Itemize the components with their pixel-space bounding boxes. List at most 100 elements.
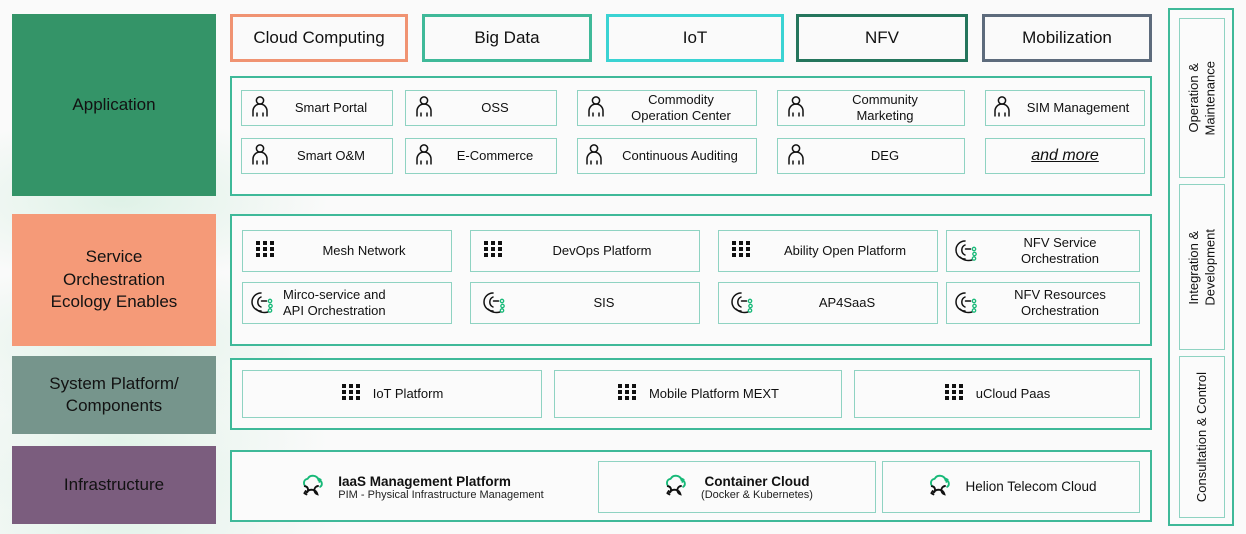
infrastructure-item-subtitle: (Docker & Kubernetes) xyxy=(701,488,813,501)
application-item-sim-management[interactable]: SIM Management xyxy=(985,90,1145,126)
infrastructure-item-subtitle: PIM - Physical Infrastructure Management xyxy=(338,488,544,501)
application-item-label: SIM Management xyxy=(1026,100,1130,116)
cloud-sync-icon xyxy=(298,473,328,502)
domain-chip-label: Cloud Computing xyxy=(253,28,385,47)
application-item-and-more[interactable]: and more xyxy=(985,138,1145,174)
orchestration-icon xyxy=(251,290,277,317)
service-item-label: Mesh Network xyxy=(322,243,406,259)
service-item-label: SIS xyxy=(593,295,615,311)
application-item-label: Smart Portal xyxy=(294,100,368,116)
layer-label-infrastructure: Infrastructure xyxy=(12,446,216,524)
cloud-sync-icon xyxy=(661,473,691,502)
application-item-community-marketing[interactable]: Community Marketing xyxy=(777,90,965,126)
orchestration-icon xyxy=(955,238,981,265)
dot-grid-icon xyxy=(483,240,505,263)
application-item-label: Commodity Operation Center xyxy=(631,92,731,123)
system-item-ucloud-paas[interactable]: uCloud Paas xyxy=(854,370,1140,418)
dot-grid-icon xyxy=(731,240,753,263)
person-icon xyxy=(786,143,806,170)
application-item-commodity-operation-center[interactable]: Commodity Operation Center xyxy=(577,90,757,126)
application-item-label: E-Commerce xyxy=(456,148,534,164)
person-icon xyxy=(584,143,604,170)
layer-label-application: Application xyxy=(12,14,216,196)
system-item-label: uCloud Paas xyxy=(975,386,1051,402)
domain-chip-iot[interactable]: IoT xyxy=(606,14,784,62)
infrastructure-item-title: Container Cloud xyxy=(704,473,810,489)
application-item-label: Community Marketing xyxy=(852,92,918,123)
layer-label-infrastructure-text: Infrastructure xyxy=(63,474,165,494)
application-item-label: and more xyxy=(1031,147,1099,165)
service-item-label: NFV Service Orchestration xyxy=(1020,235,1100,266)
system-item-label: IoT Platform xyxy=(372,386,444,402)
service-item-nfv-resources-orchestration[interactable]: NFV Resources Orchestration xyxy=(946,282,1140,324)
service-item-label: AP4SaaS xyxy=(818,295,876,311)
layer-label-system-text: System Platform/ Components xyxy=(49,373,179,415)
person-icon xyxy=(414,95,434,122)
application-item-smart-portal[interactable]: Smart Portal xyxy=(241,90,393,126)
person-icon xyxy=(250,95,270,122)
infrastructure-panel: IaaS Management Platform PIM - Physical … xyxy=(230,450,1152,522)
service-item-sis[interactable]: SIS xyxy=(470,282,700,324)
person-icon xyxy=(786,95,806,122)
application-item-e-commerce[interactable]: E-Commerce xyxy=(405,138,557,174)
orchestration-icon xyxy=(483,290,509,317)
service-item-label: DevOps Platform xyxy=(552,243,652,259)
infrastructure-item-iaas-management-platform[interactable]: IaaS Management Platform PIM - Physical … xyxy=(246,461,596,513)
system-item-mobile-platform-mext[interactable]: Mobile Platform MEXT xyxy=(554,370,842,418)
layer-label-service: Service Orchestration Ecology Enables xyxy=(12,214,216,346)
person-icon xyxy=(586,95,606,122)
rail-item-label: Operation & Maintenance xyxy=(1185,60,1217,136)
service-item-ability-open-platform[interactable]: Ability Open Platform xyxy=(718,230,938,272)
person-icon xyxy=(992,95,1012,122)
application-item-label: DEG xyxy=(870,148,900,164)
service-item-ap4saas[interactable]: AP4SaaS xyxy=(718,282,938,324)
orchestration-icon xyxy=(731,290,757,317)
service-item-mesh-network[interactable]: Mesh Network xyxy=(242,230,452,272)
domain-chip-big-data[interactable]: Big Data xyxy=(422,14,592,62)
infrastructure-item-helion-telecom-cloud[interactable]: Helion Telecom Cloud xyxy=(882,461,1140,513)
service-orchestration-panel: Mesh Network DevOps Platform Ability Ope… xyxy=(230,214,1152,346)
domain-chip-nfv[interactable]: NFV xyxy=(796,14,968,62)
dot-grid-icon xyxy=(617,383,639,406)
infrastructure-item-title: Helion Telecom Cloud xyxy=(965,478,1097,494)
application-panel: Smart Portal OSS Commodity Operation Cen… xyxy=(230,76,1152,196)
dot-grid-icon xyxy=(255,240,277,263)
person-icon xyxy=(250,143,270,170)
domain-chip-mobilization[interactable]: Mobilization xyxy=(982,14,1152,62)
service-item-label: Ability Open Platform xyxy=(783,243,907,259)
rail-item-label: Consultation & Control xyxy=(1193,371,1209,503)
domain-chip-label: NFV xyxy=(865,28,899,47)
system-item-iot-platform[interactable]: IoT Platform xyxy=(242,370,542,418)
domain-chip-cloud-computing[interactable]: Cloud Computing xyxy=(230,14,408,62)
service-item-devops-platform[interactable]: DevOps Platform xyxy=(470,230,700,272)
layer-label-system: System Platform/ Components xyxy=(12,356,216,434)
dot-grid-icon xyxy=(341,383,363,406)
application-item-oss[interactable]: OSS xyxy=(405,90,557,126)
service-item-label: NFV Resources Orchestration xyxy=(1014,287,1106,318)
domain-chip-label: IoT xyxy=(682,28,708,47)
rail-item-consultation-control[interactable]: Consultation & Control xyxy=(1179,356,1225,518)
layer-label-application-text: Application xyxy=(72,94,156,114)
service-item-label: Mirco-service and API Orchestration xyxy=(283,287,386,318)
rail-item-label: Integration & Development xyxy=(1185,228,1217,306)
service-item-micro-service-api-orchestration[interactable]: Mirco-service and API Orchestration xyxy=(242,282,452,324)
rail-item-operation-maintenance[interactable]: Operation & Maintenance xyxy=(1179,18,1225,178)
person-icon xyxy=(414,143,434,170)
application-item-smart-om[interactable]: Smart O&M xyxy=(241,138,393,174)
right-rail: Operation & Maintenance Integration & De… xyxy=(1168,8,1234,526)
infrastructure-item-title: IaaS Management Platform xyxy=(338,473,511,489)
application-item-label: OSS xyxy=(481,100,509,116)
rail-item-integration-development[interactable]: Integration & Development xyxy=(1179,184,1225,350)
application-item-label: Continuous Auditing xyxy=(622,148,738,164)
application-item-label: Smart O&M xyxy=(297,148,365,164)
application-item-deg[interactable]: DEG xyxy=(777,138,965,174)
domain-chip-label: Big Data xyxy=(474,28,540,47)
system-platform-panel: IoT Platform Mobile Platform MEXT uCloud… xyxy=(230,358,1152,430)
layer-label-service-text: Service Orchestration Ecology Enables xyxy=(50,247,178,312)
service-item-nfv-service-orchestration[interactable]: NFV Service Orchestration xyxy=(946,230,1140,272)
orchestration-icon xyxy=(955,290,981,317)
system-item-label: Mobile Platform MEXT xyxy=(648,386,780,402)
application-item-continuous-auditing[interactable]: Continuous Auditing xyxy=(577,138,757,174)
domain-chip-label: Mobilization xyxy=(1022,28,1112,47)
infrastructure-item-container-cloud[interactable]: Container Cloud (Docker & Kubernetes) xyxy=(598,461,876,513)
